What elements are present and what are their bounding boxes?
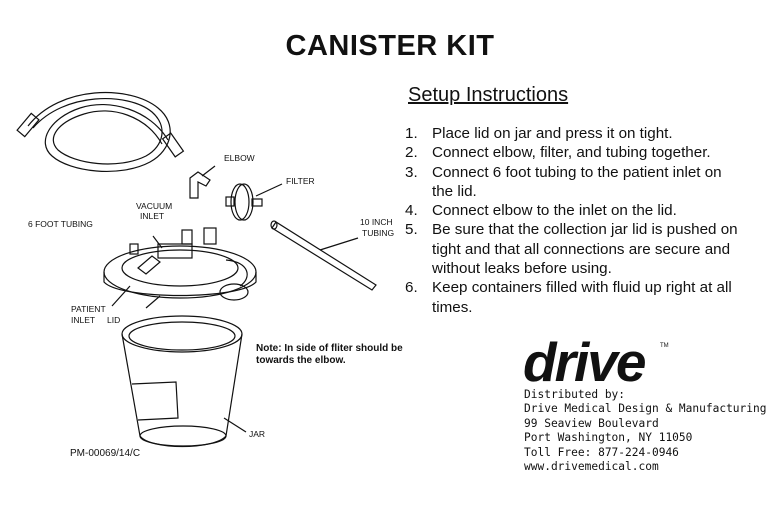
distributor-line: Drive Medical Design & Manufacturing — [524, 402, 767, 416]
distributor-line: Toll Free: 877-224-0946 — [524, 445, 679, 459]
distributor-line: Port Washington, NY 11050 — [524, 431, 693, 445]
instruction-step: 5. Be sure that the collection jar lid is… — [405, 220, 765, 278]
step-number: 6. — [405, 279, 418, 297]
lid-drawing — [103, 227, 257, 309]
patient-inlet-label-line2: INLET — [71, 315, 96, 325]
step-text: Place lid on jar and press it on tight. — [432, 125, 673, 142]
ten-inch-tubing-label-line2: TUBING — [362, 228, 395, 238]
setup-heading: Setup Instructions — [408, 84, 569, 106]
instruction-list: 1. Place lid on jar and press it on tight… — [405, 124, 765, 317]
instruction-step: 6. Keep containers filled with fluid up r… — [405, 278, 765, 317]
step-text: Connect elbow, filter, and tubing togeth… — [432, 144, 711, 162]
step-number: 4. — [405, 202, 418, 220]
step-number: 2. — [405, 144, 418, 162]
jar-drawing — [121, 315, 247, 448]
six-foot-tubing-drawing — [16, 92, 185, 172]
patient-inlet-label-line1: PATIENT — [71, 304, 106, 314]
step-text: Connect elbow to the inlet on the lid. — [432, 202, 677, 220]
elbow-label: ELBOW — [224, 153, 255, 163]
trademark-mark: TM — [660, 343, 669, 349]
distributor-line: 99 Seaview Boulevard — [524, 416, 659, 430]
filter-note: Note: In side of fliter should be toward… — [256, 343, 403, 366]
distributor-line: www.drivemedical.com — [524, 460, 659, 474]
filter-drawing — [225, 183, 283, 221]
jar-label: JAR — [249, 429, 266, 439]
part-number: PM-00069/14/C — [70, 448, 141, 459]
lid-label: LID — [107, 315, 121, 325]
distributor-line: Distributed by: — [524, 388, 626, 401]
step-number: 1. — [405, 125, 418, 142]
step-text: Be sure that the collection jar lid is p… — [432, 221, 738, 278]
instruction-step: 1. Place lid on jar and press it on tight… — [405, 124, 765, 143]
drive-logo: drive — [523, 331, 646, 393]
instruction-step: 3. Connect 6 foot tubing to the patient i… — [405, 163, 765, 202]
document-title: CANISTER KIT — [285, 30, 495, 62]
vacuum-inlet-label-line2: INLET — [140, 211, 165, 221]
vacuum-inlet-label-line1: VACUUM — [136, 201, 173, 211]
step-text: Keep containers filled with fluid up rig… — [432, 279, 732, 316]
step-text: Connect 6 foot tubing to the patient inl… — [432, 163, 722, 200]
ten-inch-tubing-label-line1: 10 INCH — [360, 217, 393, 227]
elbow-drawing — [189, 165, 216, 199]
filter-label: FILTER — [286, 176, 315, 186]
instruction-step: 4. Connect elbow to the inlet on the lid. — [405, 201, 765, 220]
six-foot-tubing-label: 6 FOOT TUBING — [28, 219, 93, 229]
instruction-step: 2. Connect elbow, filter, and tubing toge… — [405, 143, 765, 162]
distributor-block: Distributed by: Drive Medical Design & M… — [524, 388, 766, 474]
step-number: 3. — [405, 163, 418, 181]
ten-inch-tubing-drawing — [270, 220, 377, 291]
step-number: 5. — [405, 221, 418, 239]
